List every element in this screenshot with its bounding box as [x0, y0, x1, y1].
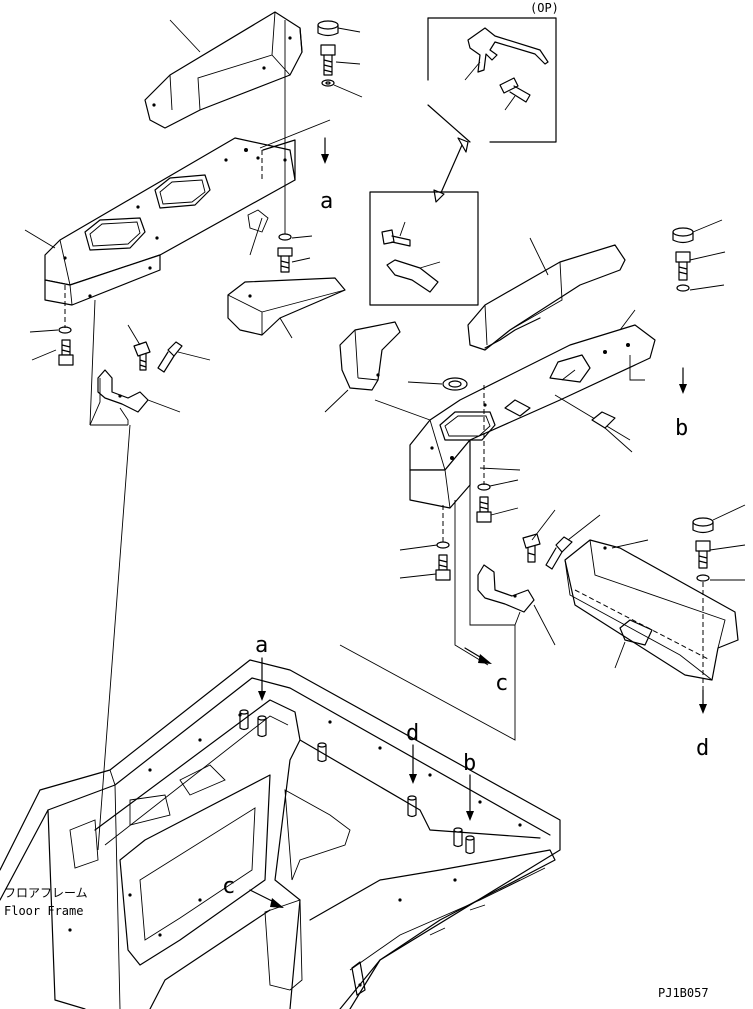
label-c-upper: c	[495, 671, 508, 696]
side-cover-left	[227, 277, 346, 336]
bolt-bracket-right	[522, 533, 541, 563]
handle-detail-box	[369, 191, 479, 306]
arrow-d-lower	[409, 744, 417, 784]
grommet	[442, 377, 468, 391]
clip-right	[591, 411, 633, 453]
right-console	[409, 324, 656, 509]
washer-left-console	[278, 233, 292, 241]
bolt-right-mid	[476, 496, 492, 523]
bolt-flange-right	[545, 536, 573, 570]
arrow-d-upper	[699, 689, 707, 714]
side-bracket-right	[339, 321, 401, 391]
stud-d	[407, 795, 417, 818]
washer-right-low	[436, 541, 450, 549]
arrow-c-upper	[464, 647, 492, 664]
arrow-a-lower	[258, 657, 266, 701]
washer-top-left	[321, 79, 335, 87]
upper-right-top-cover	[467, 244, 626, 351]
bracket-lower-right	[477, 564, 535, 613]
label-a-upper: a	[320, 189, 333, 214]
washer-right-top	[676, 284, 690, 292]
cap-plug-right-lower	[692, 517, 714, 534]
drawing-code: PJ1B057	[658, 986, 709, 1000]
label-b-lower: b	[463, 751, 476, 776]
bolt-option	[499, 77, 531, 103]
label-b-upper: b	[675, 416, 688, 441]
stud-b	[465, 835, 475, 855]
label-c-lower: c	[222, 874, 235, 899]
washer-right-lower	[696, 574, 710, 582]
bolt-flange-left	[157, 341, 183, 373]
arrow-b-upper	[679, 367, 687, 394]
arrow-c-lower	[249, 889, 284, 908]
bolt-top-left	[320, 44, 336, 76]
label-d-lower: d	[406, 721, 419, 746]
upper-left-top-cover	[144, 11, 303, 129]
stud-mid	[317, 742, 327, 763]
stud-a	[257, 715, 267, 738]
label-a-lower: a	[255, 633, 268, 658]
option-label: (OP)	[530, 1, 559, 15]
bolt-left-console	[277, 247, 293, 273]
upper-left-console	[44, 137, 296, 306]
cap-plug-top-left	[317, 20, 339, 37]
cap-plug-right	[672, 227, 694, 244]
option-box	[427, 17, 557, 143]
bolt-right-top	[675, 251, 691, 281]
bolt-right-low	[435, 554, 451, 581]
floor-frame-label-jp: フロアフレーム	[4, 886, 88, 900]
bolt-handle-detail	[381, 229, 411, 247]
bolt-lower-left	[58, 339, 74, 366]
bolt-bracket-left	[133, 341, 151, 371]
stud-a2	[239, 709, 249, 731]
bolt-right-lower	[695, 540, 711, 569]
label-d-upper: d	[696, 736, 709, 761]
arrow-b-lower	[466, 774, 474, 821]
floor-frame-label-en: Floor Frame	[4, 904, 83, 918]
arrow-a-upper	[321, 137, 329, 164]
floor-frame	[0, 659, 561, 1009]
lower-right-cover	[564, 539, 739, 681]
stud-b2	[453, 827, 463, 848]
bracket-lower-left	[97, 369, 149, 413]
